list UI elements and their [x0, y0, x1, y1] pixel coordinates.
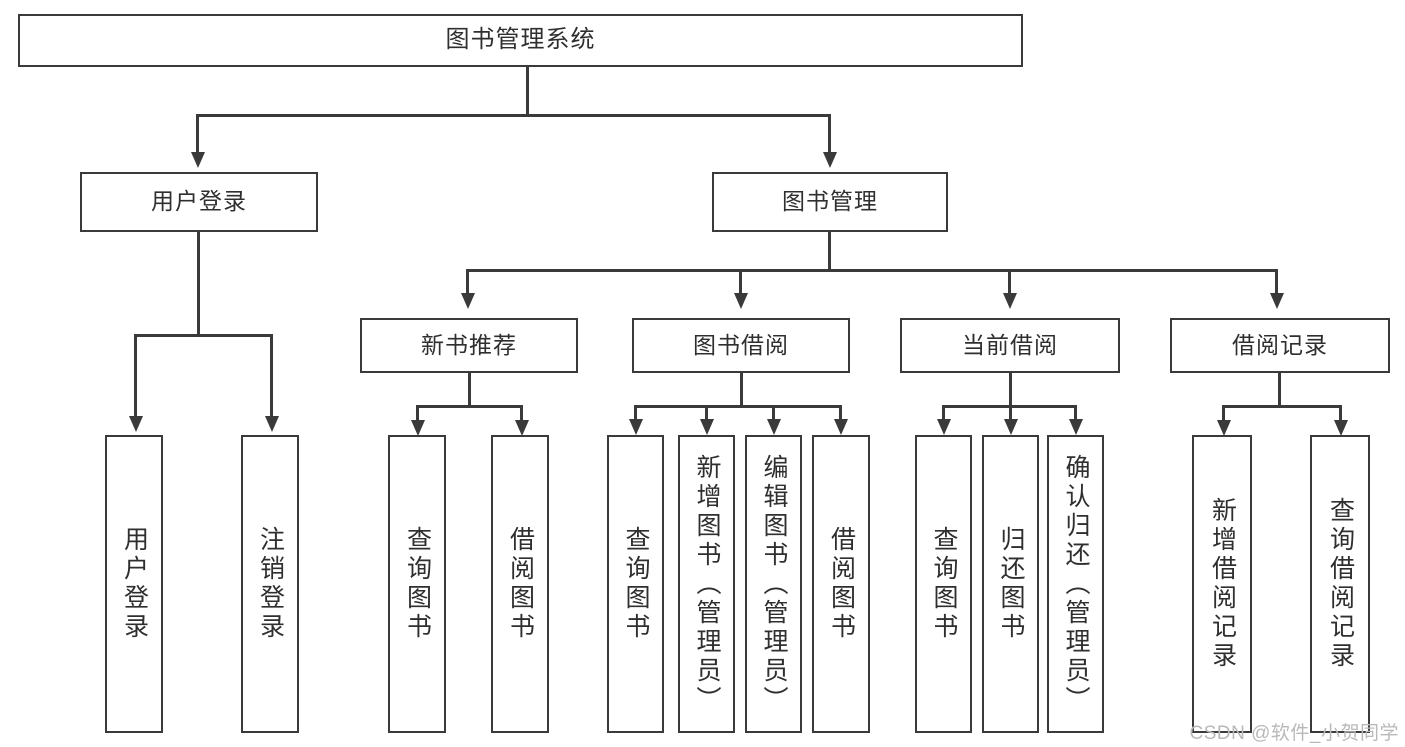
- node-leaf-query-book-2-label: 查询图书: [622, 526, 650, 642]
- node-leaf-borrow-book-2[interactable]: 借阅图书: [812, 435, 870, 733]
- node-leaf-user-logout[interactable]: 注销登录: [241, 435, 299, 733]
- connector-book-borrow-bus: [634, 405, 842, 408]
- connector-root-bus: [196, 114, 830, 117]
- node-leaf-query-book-1-label: 查询图书: [403, 526, 432, 642]
- connector-borrow-record-drop-2: [1339, 405, 1342, 423]
- connector-root-left-drop: [196, 114, 199, 154]
- connector-user-login-bus: [134, 334, 272, 337]
- arrow-to-leaf-user-login: [129, 416, 143, 432]
- arrow-to-borrow-record: [1270, 293, 1284, 309]
- node-leaf-query-record-label: 查询借阅记录: [1326, 497, 1355, 671]
- node-book-borrow-label: 图书借阅: [693, 331, 789, 358]
- arrow-to-user-login: [191, 152, 205, 168]
- arrow-to-leaf-query-record: [1334, 420, 1348, 436]
- node-book-manage[interactable]: 图书管理: [712, 172, 948, 232]
- node-leaf-confirm-return[interactable]: 确认归还（管理员）: [1047, 435, 1104, 733]
- node-root[interactable]: 图书管理系统: [18, 14, 1023, 67]
- node-leaf-add-record[interactable]: 新增借阅记录: [1192, 435, 1252, 733]
- arrow-to-leaf-borrow-book-2: [834, 419, 848, 435]
- connector-current-borrow-drop-1: [942, 405, 945, 421]
- node-book-manage-label: 图书管理: [782, 188, 878, 215]
- connector-current-borrow-stem: [1009, 373, 1012, 407]
- node-borrow-record-label: 借阅记录: [1232, 331, 1328, 358]
- arrow-to-leaf-add-record: [1217, 420, 1231, 436]
- arrow-to-new-book-rec: [461, 293, 475, 309]
- arrow-to-leaf-query-book-1: [411, 420, 425, 436]
- node-leaf-add-record-label: 新增借阅记录: [1208, 497, 1237, 671]
- connector-user-login-stem: [197, 232, 200, 336]
- node-user-login-label: 用户登录: [151, 188, 247, 215]
- connector-user-login-drop-2: [270, 334, 273, 418]
- connector-book-borrow-drop-4: [839, 405, 842, 421]
- arrow-to-leaf-query-book-2: [629, 419, 643, 435]
- connector-current-borrow-drop-2: [1009, 405, 1012, 421]
- node-leaf-user-login[interactable]: 用户登录: [105, 435, 163, 733]
- arrow-to-leaf-borrow-book-1: [515, 420, 529, 436]
- node-leaf-borrow-book-1[interactable]: 借阅图书: [491, 435, 549, 733]
- connector-root-right-drop: [828, 114, 831, 154]
- connector-book-borrow-drop-3: [772, 405, 775, 421]
- node-leaf-edit-book[interactable]: 编辑图书（管理员）: [745, 435, 802, 733]
- node-leaf-borrow-book-1-label: 借阅图书: [506, 526, 535, 642]
- connector-current-borrow-drop-3: [1074, 405, 1077, 421]
- connector-book-manage-stem: [828, 232, 831, 271]
- node-new-book-rec[interactable]: 新书推荐: [360, 318, 578, 373]
- connector-book-borrow-drop-2: [705, 405, 708, 421]
- node-current-borrow[interactable]: 当前借阅: [900, 318, 1120, 373]
- connector-user-login-drop-1: [134, 334, 137, 418]
- node-new-book-rec-label: 新书推荐: [421, 331, 517, 358]
- arrow-to-book-manage: [823, 152, 837, 168]
- connector-book-borrow-drop-1: [634, 405, 637, 421]
- connector-root-stem: [526, 67, 529, 115]
- node-leaf-query-book-3[interactable]: 查询图书: [915, 435, 972, 733]
- node-book-borrow[interactable]: 图书借阅: [632, 318, 850, 373]
- node-leaf-query-book-2[interactable]: 查询图书: [607, 435, 664, 733]
- connector-new-book-rec-drop-2: [520, 405, 523, 423]
- node-borrow-record[interactable]: 借阅记录: [1170, 318, 1390, 373]
- node-leaf-edit-book-label: 编辑图书（管理员）: [760, 453, 788, 715]
- connector-borrow-record-drop-1: [1222, 405, 1225, 423]
- arrow-to-leaf-user-logout: [265, 416, 279, 432]
- node-leaf-query-record[interactable]: 查询借阅记录: [1310, 435, 1370, 733]
- arrow-to-book-borrow: [734, 293, 748, 309]
- connector-book-borrow-stem: [740, 373, 743, 407]
- arrow-to-leaf-add-book: [700, 419, 714, 435]
- node-leaf-borrow-book-2-label: 借阅图书: [827, 526, 856, 642]
- node-leaf-query-book-1[interactable]: 查询图书: [388, 435, 446, 733]
- connector-borrow-record-bus: [1222, 405, 1342, 408]
- connector-new-book-rec-bus: [416, 405, 523, 408]
- connector-book-manage-drop-1: [466, 269, 469, 295]
- node-leaf-add-book-label: 新增图书（管理员）: [693, 453, 721, 715]
- connector-borrow-record-stem: [1278, 373, 1281, 407]
- arrow-to-leaf-return-book: [1004, 419, 1018, 435]
- node-leaf-user-logout-label: 注销登录: [256, 526, 285, 642]
- node-leaf-user-login-label: 用户登录: [120, 526, 149, 642]
- connector-book-manage-drop-3: [1008, 269, 1011, 295]
- connector-book-manage-drop-2: [739, 269, 742, 295]
- node-leaf-add-book[interactable]: 新增图书（管理员）: [678, 435, 735, 733]
- node-leaf-return-book[interactable]: 归还图书: [982, 435, 1039, 733]
- connector-new-book-rec-stem: [468, 373, 471, 407]
- node-leaf-query-book-3-label: 查询图书: [930, 526, 958, 642]
- node-leaf-confirm-return-label: 确认归还（管理员）: [1062, 453, 1090, 715]
- connector-book-manage-bus: [466, 269, 1278, 272]
- arrow-to-leaf-query-book-3: [937, 419, 951, 435]
- node-root-label: 图书管理系统: [445, 26, 596, 54]
- arrow-to-current-borrow: [1003, 293, 1017, 309]
- node-user-login[interactable]: 用户登录: [80, 172, 318, 232]
- arrow-to-leaf-edit-book: [767, 419, 781, 435]
- connector-book-manage-drop-4: [1275, 269, 1278, 295]
- arrow-to-leaf-confirm-return: [1069, 419, 1083, 435]
- connector-new-book-rec-drop-1: [416, 405, 419, 423]
- node-leaf-return-book-label: 归还图书: [997, 526, 1025, 642]
- node-current-borrow-label: 当前借阅: [962, 331, 1058, 358]
